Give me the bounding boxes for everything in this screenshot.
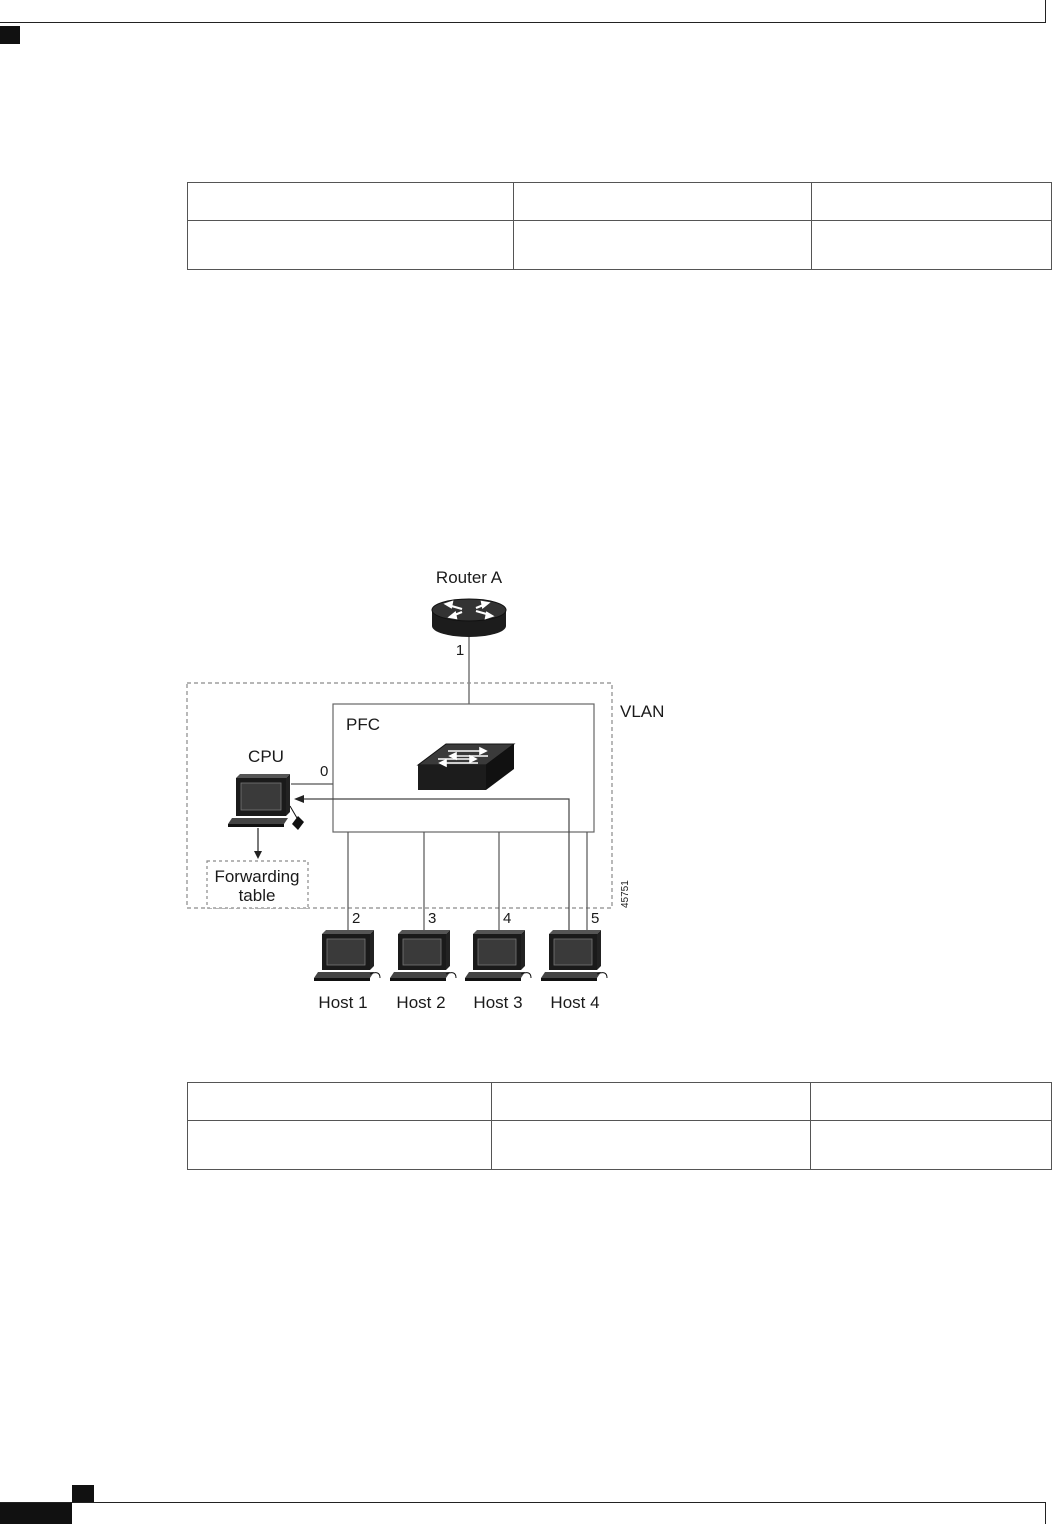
table-row	[187, 1120, 1052, 1170]
header-marker	[0, 26, 20, 44]
router-label: Router A	[436, 568, 503, 587]
header-rule-end	[1045, 0, 1046, 23]
table-row	[187, 1082, 1052, 1121]
forwarding-table-label-line2: table	[239, 886, 276, 905]
table-cell	[513, 182, 812, 221]
vlan-label: VLAN	[620, 702, 664, 721]
host-3-computer-icon	[465, 930, 532, 981]
table-cell	[810, 1082, 1052, 1121]
port-label-0: 0	[320, 763, 328, 780]
table-cell	[810, 1120, 1052, 1170]
footer-rule-end	[1045, 1502, 1046, 1524]
host-label-1: Host 1	[318, 993, 367, 1012]
host-label-4: Host 4	[550, 993, 599, 1012]
table-cell	[187, 1120, 492, 1170]
host-2-computer-icon	[390, 930, 457, 981]
host4-to-cpu-path	[302, 798, 570, 930]
header-rule	[0, 22, 1046, 23]
top-table	[187, 182, 1052, 270]
arrow-head	[254, 851, 262, 859]
cpu-computer-icon	[228, 774, 304, 830]
port-label-3: 3	[428, 910, 436, 927]
footer-rule	[0, 1502, 1046, 1503]
table-cell	[491, 1120, 811, 1170]
table-cell	[811, 182, 1052, 221]
forwarding-table-label-line1: Forwarding	[214, 867, 299, 886]
vlan-boundary	[186, 682, 613, 909]
table-cell	[491, 1082, 811, 1121]
host-label-2: Host 2	[396, 993, 445, 1012]
router-icon	[431, 598, 507, 637]
pfc-label: PFC	[346, 715, 380, 734]
host-label-3: Host 3	[473, 993, 522, 1012]
table-row	[187, 182, 1052, 221]
table-cell	[187, 220, 514, 270]
table-cell	[187, 182, 514, 221]
footer-marker	[72, 1485, 94, 1502]
table-cell	[187, 1082, 492, 1121]
footer-block	[0, 1503, 72, 1524]
port-label-2: 2	[352, 910, 360, 927]
port-label-4: 4	[503, 910, 511, 927]
host-4-computer-icon	[541, 930, 608, 981]
port-label-5: 5	[591, 910, 599, 927]
table-cell	[811, 220, 1052, 270]
cpu-label: CPU	[248, 747, 284, 766]
bottom-table	[187, 1082, 1052, 1170]
arrow-head	[294, 795, 304, 803]
table-row	[187, 220, 1052, 270]
figure-id: 45751	[620, 880, 631, 908]
switch-icon	[416, 743, 516, 790]
table-cell	[513, 220, 812, 270]
network-diagram: Router A 1 VLAN PFC	[186, 568, 664, 1012]
host-1-computer-icon	[314, 930, 381, 981]
forwarding-table-box	[206, 860, 309, 909]
port-label-1: 1	[456, 642, 464, 659]
